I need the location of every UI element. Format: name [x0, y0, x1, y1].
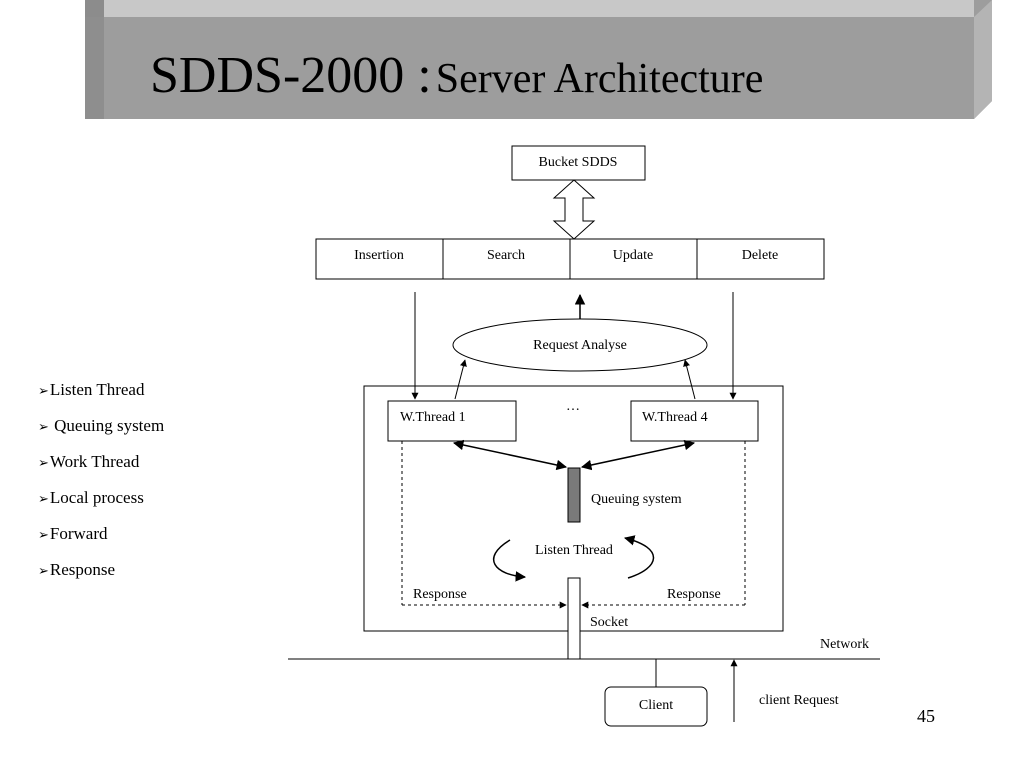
bucket-sdds-label: Bucket SDDS [539, 155, 618, 170]
response-left-label: Response [413, 587, 467, 602]
listen-loop-right-arrow [623, 535, 655, 579]
bucket-sdds-box [511, 145, 646, 181]
work-thread-4-box [630, 400, 759, 442]
arrow-bullet-icon: ➢ [38, 492, 49, 507]
socket-label: Socket [590, 615, 628, 630]
thread1-to-analyse-arrow [454, 359, 467, 400]
network-label: Network [820, 637, 869, 652]
thread-ellipsis: … [566, 399, 580, 414]
request-analyse-label: Request Analyse [533, 338, 627, 353]
response-right-label: Response [667, 587, 721, 602]
title-bar-side-bevel [974, 0, 992, 119]
title-bar: SDDS-2000 : Server Architecture [85, 0, 992, 119]
title-bar-left-bevel [85, 17, 104, 119]
title-bar-face [85, 0, 992, 119]
operation-update-box [569, 238, 698, 280]
title-bar-corner [85, 0, 104, 17]
queuing-system-label: Queuing system [591, 492, 682, 507]
client-box [604, 686, 708, 727]
arrow-bullet-icon: ➢ [38, 420, 49, 435]
slide-title: SDDS-2000 : Server Architecture [150, 47, 763, 104]
bullet-list: ➢Listen Thread ➢ Queuing system ➢Work Th… [38, 378, 164, 594]
page-number: 45 [917, 706, 935, 726]
work-thread-4-label: W.Thread 4 [642, 410, 708, 425]
listen-thread-label: Listen Thread [535, 543, 613, 558]
arrow-bullet-icon: ➢ [38, 456, 49, 471]
title-bar-top-bevel [104, 0, 974, 17]
operation-delete-label: Delete [742, 248, 779, 263]
operation-update-label: Update [613, 248, 653, 263]
socket-bar [567, 577, 581, 660]
arrow-bullet-icon: ➢ [38, 384, 49, 399]
thread4-to-analyse-arrow [683, 359, 696, 400]
operation-insertion-label: Insertion [354, 248, 404, 263]
client-request-label: client Request [759, 693, 839, 708]
operation-search-label: Search [487, 248, 525, 263]
bullet-item: ➢ Queuing system [38, 416, 165, 435]
bullet-item: ➢Response [38, 560, 116, 579]
listen-loop-left-arrow [492, 539, 527, 582]
bullet-item: ➢Listen Thread [38, 380, 145, 399]
client-label: Client [639, 698, 673, 713]
operation-delete-box [696, 238, 825, 280]
queue-thread1-arrow [452, 439, 568, 471]
bullet-item: ➢Local process [38, 488, 144, 507]
double-arrow-icon [552, 179, 596, 240]
bullet-item: ➢Forward [38, 524, 108, 543]
bullet-item: ➢Work Thread [38, 452, 140, 471]
operations-row: Insertion Search Update Delete [315, 238, 825, 280]
queue-thread4-arrow [580, 439, 696, 471]
operation-search-box [442, 238, 571, 280]
arrow-bullet-icon: ➢ [38, 564, 49, 579]
arrow-bullet-icon: ➢ [38, 528, 49, 543]
operation-insertion-box [315, 238, 444, 280]
work-thread-1-label: W.Thread 1 [400, 410, 466, 425]
work-thread-1-box [387, 400, 517, 442]
queuing-system-bar [567, 467, 581, 523]
